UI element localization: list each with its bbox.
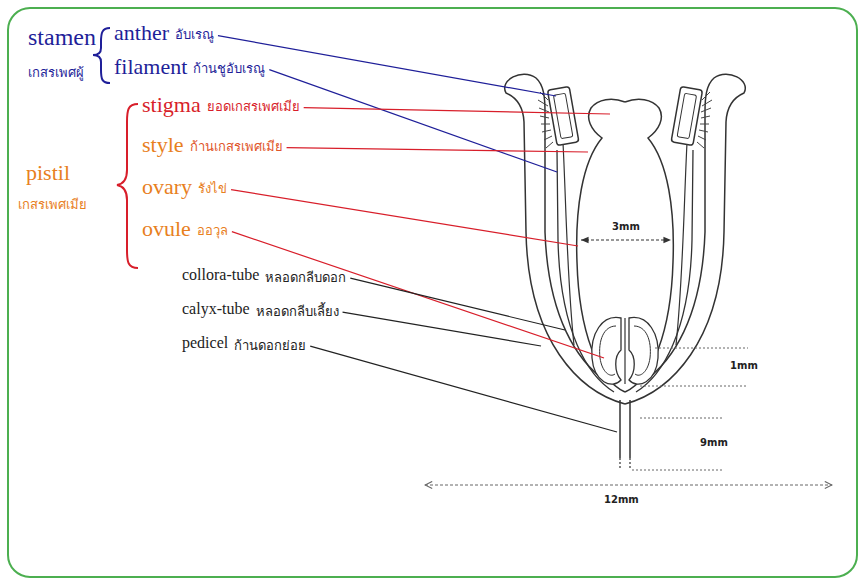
dimension-label: 12mm (604, 494, 639, 506)
part-name: anther (114, 20, 169, 45)
flower-left-half (505, 74, 625, 470)
part-name-thai: หลอดกลีบดอก (265, 271, 346, 286)
part-name: stigma (142, 92, 201, 117)
part-name-thai: ออวุล (197, 224, 228, 239)
leader-line (304, 108, 610, 114)
leader-line (231, 190, 578, 246)
part-name: collora-tube (182, 266, 259, 284)
part-name: style (142, 132, 184, 157)
dimension-label: 3mm (612, 221, 640, 233)
width-dimension (581, 239, 671, 240)
part-name-thai: อับเรณู (175, 28, 214, 43)
leader-line (343, 312, 541, 346)
part-name: calyx-tube (182, 300, 250, 318)
part-name: filament (114, 54, 187, 79)
leader-line (232, 232, 604, 358)
part-group-name-thai: เกสรเพศเมีย (18, 198, 87, 213)
leader-line (350, 278, 565, 330)
part-name-thai: หลอดกลีบเลี้ยง (256, 305, 339, 320)
leader-line (218, 36, 556, 96)
leader-line (269, 70, 557, 172)
part-group-name: stamen (28, 24, 96, 52)
leader-line (287, 148, 588, 152)
flower-right-half (625, 74, 745, 470)
part-name-thai: ก้านเกสรเพศเมีย (190, 140, 283, 155)
pistil-brace (117, 104, 138, 268)
part-group-name: pistil (26, 160, 70, 185)
dimension-label: 9mm (700, 437, 728, 449)
frame (8, 8, 857, 577)
leader-line (310, 346, 617, 432)
part-name-thai: รังไข่ (198, 182, 227, 197)
part-name-thai: ก้านชูอับเรณู (193, 62, 265, 77)
total-width-dimension (425, 485, 832, 486)
dimension-label: 1mm (730, 360, 758, 372)
part-name: ovule (142, 216, 191, 241)
part-group-name-thai: เกสรเพศผู้ (28, 66, 84, 81)
part-name-thai: ก้านดอกย่อย (234, 339, 306, 354)
part-name-thai: ยอดเกสรเพศเมีย (207, 100, 300, 115)
ovary-septum (624, 318, 625, 384)
part-name: pedicel (182, 334, 228, 352)
part-name: ovary (142, 174, 192, 199)
